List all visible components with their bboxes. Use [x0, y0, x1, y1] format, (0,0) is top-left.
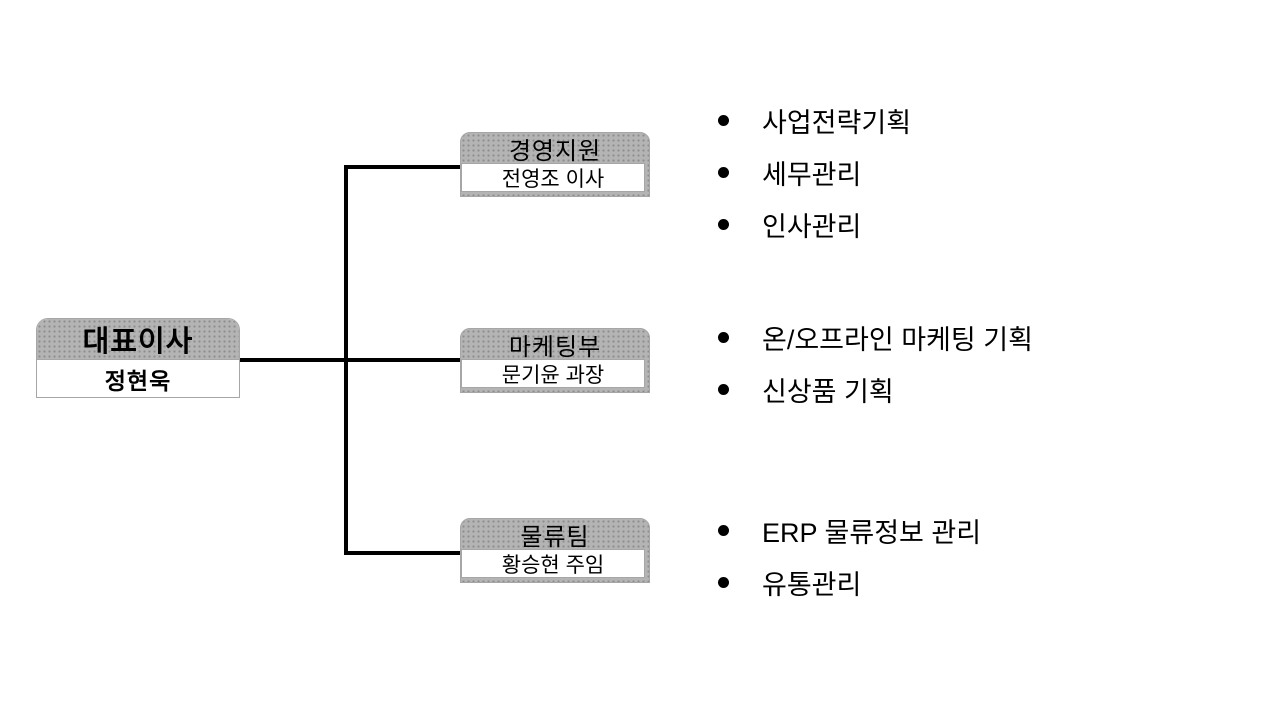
bullet-icon	[718, 524, 729, 536]
duty-list-marketing: 온/오프라인 마케팅 기획 신상품 기획	[718, 320, 1198, 407]
duty-label: 신상품 기획	[762, 376, 894, 407]
ceo-box: 대표이사 정현욱	[36, 318, 240, 398]
ceo-title: 대표이사	[37, 319, 239, 360]
bullet-icon	[718, 383, 729, 395]
bullet-icon	[718, 331, 729, 343]
duty-item: 유통관리	[718, 565, 1198, 600]
connector-branch-management	[344, 165, 460, 169]
duty-item: 인사관리	[718, 207, 1198, 242]
dept-title: 물류팀	[520, 523, 590, 551]
ceo-name: 정현욱	[104, 367, 172, 394]
duty-list-management-support: 사업전략기획 세무관리 인사관리	[718, 103, 1198, 242]
dept-box-management-support: 경영지원 전영조 이사	[460, 132, 650, 197]
bullet-icon	[718, 166, 729, 178]
duty-label: 사업전략기획	[762, 107, 912, 138]
dept-manager: 황승현 주임	[461, 549, 645, 578]
dept-title: 경영지원	[508, 137, 602, 165]
duty-item: 신상품 기획	[718, 372, 1198, 407]
bullet-icon	[718, 114, 729, 126]
dept-manager: 문기윤 과장	[461, 359, 645, 388]
dept-box-marketing: 마케팅부 문기윤 과장	[460, 328, 650, 393]
duty-item: ERP 물류정보 관리	[718, 513, 1198, 548]
duty-label: ERP 물류정보 관리	[762, 517, 982, 548]
bullet-icon	[718, 576, 729, 588]
duty-label: 인사관리	[762, 211, 862, 242]
connector-spine	[344, 165, 348, 555]
duty-list-logistics: ERP 물류정보 관리 유통관리	[718, 513, 1198, 600]
connector-root-to-marketing	[238, 358, 460, 362]
duty-item: 세무관리	[718, 155, 1198, 190]
connector-branch-logistics	[344, 551, 460, 555]
duty-item: 온/오프라인 마케팅 기획	[718, 320, 1198, 355]
dept-title: 마케팅부	[508, 333, 602, 361]
duty-label: 세무관리	[762, 159, 862, 190]
duty-label: 온/오프라인 마케팅 기획	[762, 324, 1033, 355]
bullet-icon	[718, 218, 729, 230]
duty-label: 유통관리	[762, 569, 862, 600]
duty-item: 사업전략기획	[718, 103, 1198, 138]
dept-manager: 전영조 이사	[461, 163, 645, 192]
dept-box-logistics: 물류팀 황승현 주임	[460, 518, 650, 583]
